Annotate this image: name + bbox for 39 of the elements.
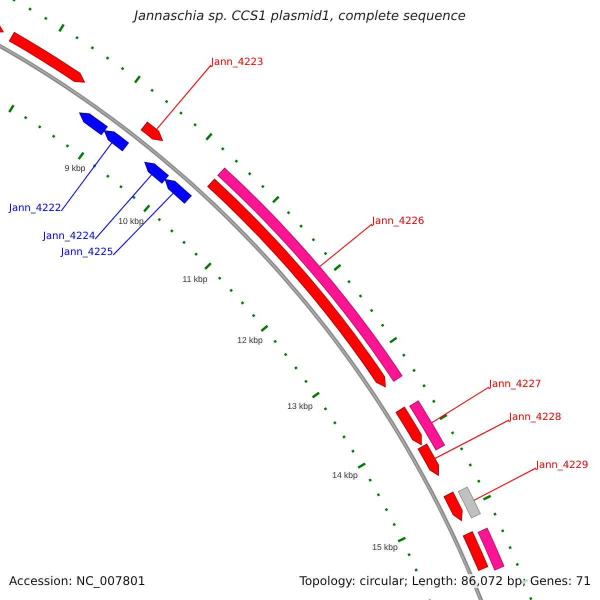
gene-segment bbox=[462, 531, 488, 572]
scale-label: 13 kbp bbox=[287, 401, 313, 411]
gene-segment bbox=[409, 400, 446, 451]
leader-line bbox=[473, 468, 536, 501]
gene-label: Jann_4223 bbox=[211, 57, 264, 68]
gene-segment bbox=[164, 178, 192, 204]
scale-label: 12 kbp bbox=[237, 335, 263, 345]
leader-line bbox=[434, 420, 510, 459]
scale-label: 11 kbp bbox=[182, 274, 208, 284]
gene-label: Jann_4229 bbox=[536, 460, 588, 471]
gene-label: Jann_4228 bbox=[509, 412, 562, 423]
gene-segment bbox=[395, 406, 422, 446]
gene-segment bbox=[478, 528, 504, 571]
leader-line bbox=[94, 174, 152, 240]
gene-segment bbox=[144, 162, 169, 184]
gene-segment bbox=[78, 112, 108, 136]
gene-label: Jann_4227 bbox=[489, 379, 542, 390]
map-info-text: Topology: circular; Length: 86,072 bp; Genes: 71 bbox=[300, 574, 591, 588]
scale-label: 9 kbp bbox=[64, 163, 86, 173]
gene-segment bbox=[417, 443, 440, 476]
gene-segment bbox=[104, 130, 130, 152]
leader-line bbox=[156, 64, 212, 130]
leader-line bbox=[112, 192, 174, 256]
accession-text: Accession: NC_007801 bbox=[9, 574, 146, 588]
scale-label: 14 kbp bbox=[332, 470, 358, 480]
scale-label: 15 kbp bbox=[372, 542, 398, 552]
gene-segment bbox=[140, 122, 164, 142]
gene-label: Jann_4222 bbox=[9, 203, 62, 214]
scale-label: 10 kbp bbox=[118, 216, 144, 226]
gene-segment bbox=[458, 486, 481, 519]
gene-label: Jann_4226 bbox=[372, 216, 424, 227]
gene-label: Jann_4224 bbox=[43, 231, 96, 242]
map-title: Jannaschia sp. CCS1 plasmid1, complete sequence bbox=[131, 9, 467, 24]
leader-line bbox=[60, 142, 112, 212]
gene-segment bbox=[443, 492, 463, 522]
gene-segment bbox=[8, 32, 86, 83]
leader-line bbox=[431, 386, 490, 424]
gene-label: Jann_4225 bbox=[61, 247, 114, 258]
leader-line bbox=[319, 224, 372, 268]
